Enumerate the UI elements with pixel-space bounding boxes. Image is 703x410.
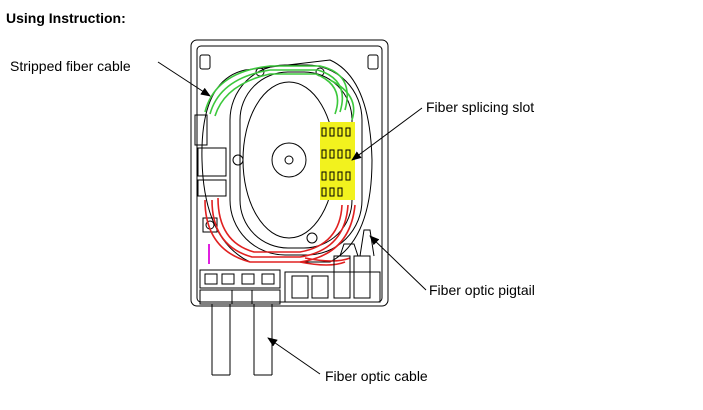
leader-pigtail bbox=[369, 235, 427, 291]
splicing-slot bbox=[320, 122, 355, 200]
stripped-fiber-cable-label: Stripped fiber cable bbox=[10, 58, 131, 74]
green-fibers bbox=[204, 65, 355, 121]
fiber-optic-pigtail-label: Fiber optic pigtail bbox=[429, 282, 535, 298]
adapter-block bbox=[284, 229, 381, 303]
fiber-optic-cables bbox=[211, 304, 273, 376]
leader-splicing-slot bbox=[351, 107, 423, 161]
fiber-optic-cable-label: Fiber optic cable bbox=[325, 368, 428, 384]
fiber-splicing-slot-label: Fiber splicing slot bbox=[426, 99, 535, 115]
red-fibers bbox=[204, 197, 356, 266]
page-heading: Using Instruction: bbox=[6, 10, 126, 26]
cable-clamps bbox=[199, 269, 281, 305]
leader-stripped-fiber bbox=[157, 61, 211, 97]
leader-cable bbox=[267, 337, 321, 375]
enclosure bbox=[190, 39, 389, 307]
